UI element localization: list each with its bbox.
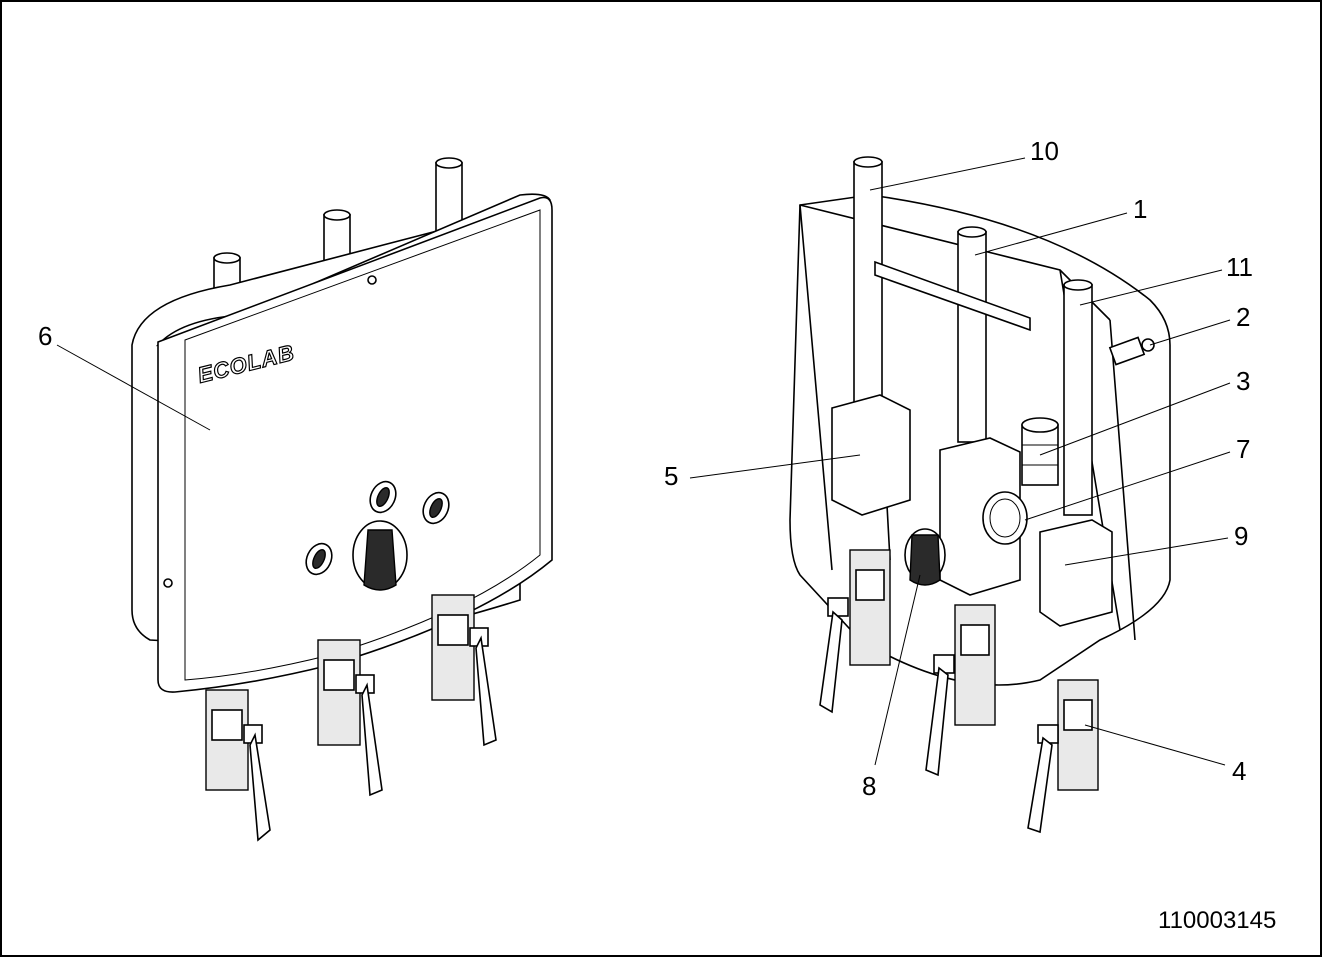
closed-unit-illustration: ECOLAB — [131, 157, 553, 842]
pressure-gauge — [982, 491, 1028, 545]
callout-2: 2 — [1149, 302, 1250, 346]
document-number: 110003145 — [1158, 907, 1276, 934]
callout-9: 9 — [1064, 521, 1248, 566]
ball-valve — [205, 689, 271, 842]
callout-label: 2 — [1236, 302, 1250, 332]
indicator-lens-icon — [422, 491, 450, 525]
callout-label: 10 — [1030, 136, 1059, 166]
valve-block-9 — [1039, 519, 1113, 627]
callout-label: 5 — [664, 461, 678, 491]
indicator-lens-icon — [369, 480, 397, 514]
ball-valve — [317, 639, 383, 797]
indicator-lens-icon — [305, 542, 333, 576]
top-pipe — [435, 157, 463, 232]
open-unit-illustration — [789, 156, 1171, 834]
callout-label: 6 — [38, 321, 52, 351]
callout-11: 11 — [1079, 252, 1253, 306]
component-3 — [1021, 417, 1059, 486]
callout-1: 1 — [974, 194, 1147, 256]
callout-label: 4 — [1232, 756, 1246, 786]
knob-8 — [904, 528, 946, 586]
callout-8: 8 — [862, 574, 921, 801]
pipe-10 — [853, 156, 883, 413]
callout-6: 6 — [38, 321, 211, 431]
valve-block-5 — [831, 394, 911, 516]
callout-label: 9 — [1234, 521, 1248, 551]
callout-label: 8 — [862, 771, 876, 801]
callout-3: 3 — [1039, 366, 1250, 456]
callout-5: 5 — [664, 454, 861, 491]
callout-label: 7 — [1236, 434, 1250, 464]
connector-2 — [1108, 336, 1155, 366]
selector-knob — [352, 520, 408, 591]
pipe-11 — [1063, 279, 1093, 516]
callout-4: 4 — [1084, 724, 1246, 786]
callout-label: 1 — [1133, 194, 1147, 224]
callout-label: 11 — [1226, 252, 1253, 282]
ball-valve — [431, 594, 497, 747]
pipe-1 — [957, 226, 987, 443]
ball-valve — [819, 549, 891, 714]
ball-valve-4 — [1027, 679, 1099, 834]
callout-7: 7 — [1024, 434, 1250, 521]
ball-valve — [925, 604, 996, 777]
callout-label: 3 — [1236, 366, 1250, 396]
callout-10: 10 — [869, 136, 1059, 191]
